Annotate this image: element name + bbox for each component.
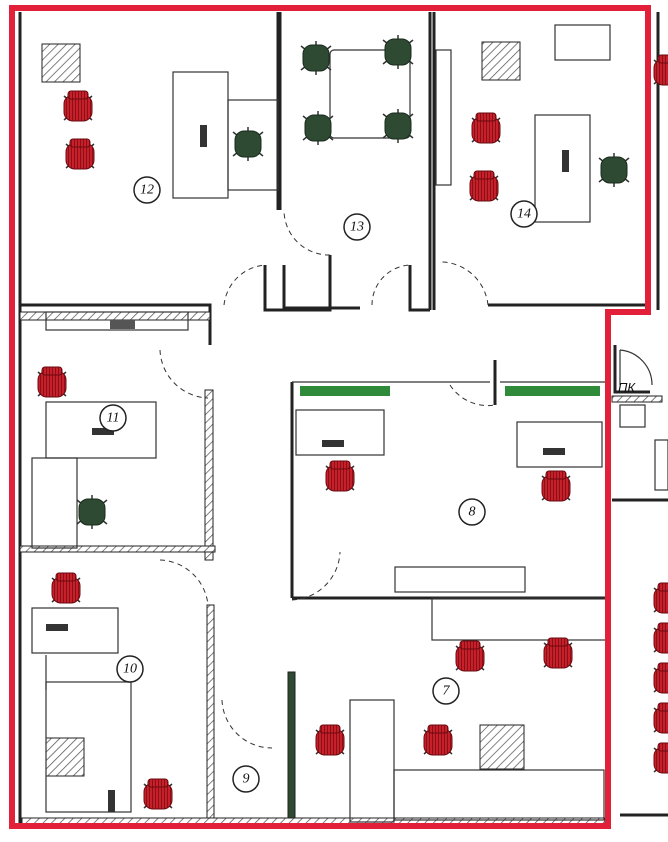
room-number-9: 9 (243, 772, 250, 787)
room-number-13: 13 (350, 220, 364, 235)
doors (45, 209, 653, 749)
highlight-border (9, 5, 651, 829)
room-number-11: 11 (107, 411, 120, 426)
room-number-12: 12 (140, 183, 154, 198)
room-number-7: 7 (443, 684, 451, 699)
plant-strip (300, 386, 390, 396)
room-number-8: 8 (469, 505, 476, 520)
column (41, 43, 81, 83)
plant-strip (505, 386, 600, 396)
column (45, 737, 85, 777)
column (479, 724, 525, 770)
column (481, 41, 521, 81)
utility-label: ПК (618, 380, 636, 395)
room-number-14: 14 (517, 207, 531, 222)
room-labels: 12 13 14 11 8 10 7 9 ПК (99, 176, 636, 793)
room-number-10: 10 (123, 662, 137, 677)
furniture (31, 24, 668, 823)
